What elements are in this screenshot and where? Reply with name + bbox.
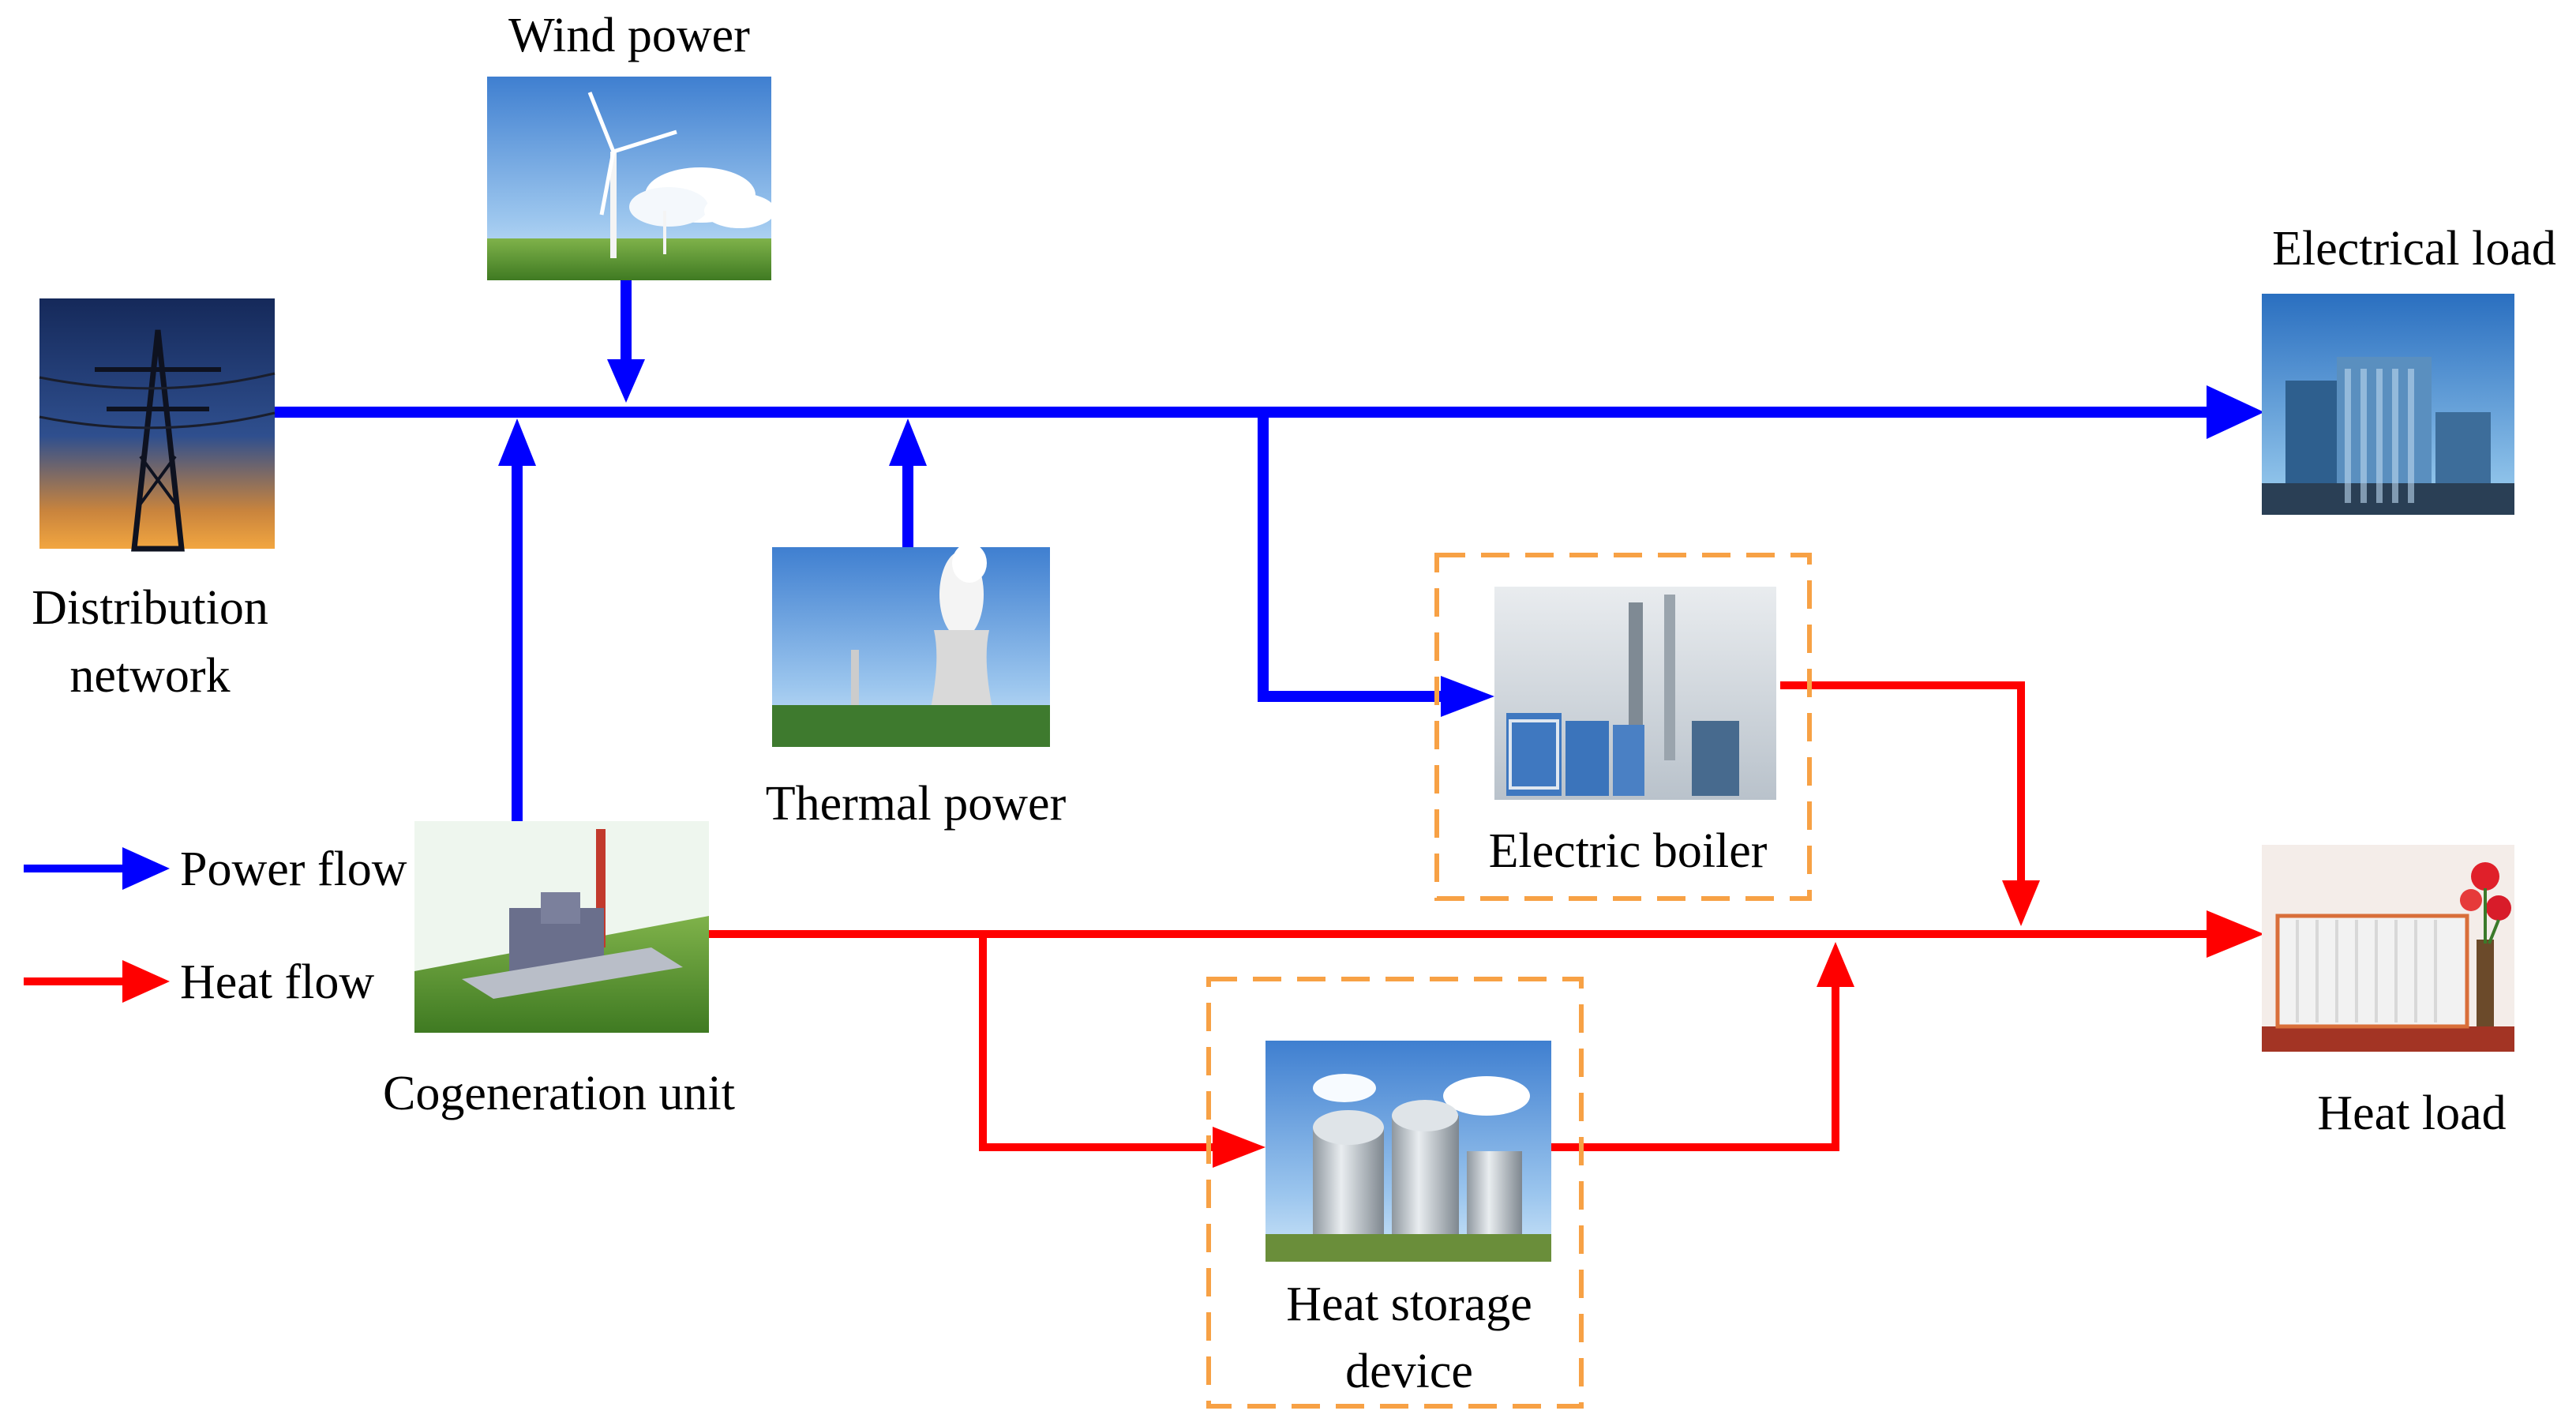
legend-heat-flow: Heat flow <box>24 955 374 1009</box>
electrical-load-arrowhead <box>2207 385 2264 439</box>
electric-boiler-label: Electric boiler <box>1489 824 1768 878</box>
chp-plant-icon <box>414 821 709 1033</box>
transmission-tower-icon <box>39 298 276 552</box>
heat-load-arrowhead <box>2207 910 2264 958</box>
cooling-tower-plant-icon <box>772 543 1050 747</box>
wind-power-label: Wind power <box>508 9 750 62</box>
city-buildings-icon <box>2262 294 2514 515</box>
power-flow-arrowheads <box>498 359 2264 717</box>
electric-boiler-heat-output <box>1780 681 2025 884</box>
power-flow-legend-label: Power flow <box>180 842 407 896</box>
power-flow-lines <box>272 280 2210 821</box>
heat-storage-dashed-box <box>1206 977 1584 1409</box>
heat-storage-label-line1: Heat storage <box>1286 1278 1532 1331</box>
heat-load-label: Heat load <box>2317 1086 2506 1140</box>
heat-flow-arrowheads <box>1213 880 2264 1168</box>
heat-flow-legend-label: Heat flow <box>180 955 374 1009</box>
storage-to-bus-arrowhead <box>1817 942 1854 987</box>
heat-storage-label-line2: device <box>1345 1345 1473 1398</box>
heat-flow-swatch-arrowhead <box>122 960 170 1003</box>
storage-tanks-icon <box>1266 1041 1551 1262</box>
cogeneration-unit-label: Cogeneration unit <box>383 1067 735 1120</box>
electric-boiler-arrowhead <box>1441 676 1494 717</box>
storage-charge-arrowhead <box>1213 1127 1266 1168</box>
heat-flow-lines <box>709 681 2210 1151</box>
heat-storage-discharge-line <box>1551 983 1839 1151</box>
wind-turbine-icon <box>487 77 775 280</box>
thermal-power-label: Thermal power <box>766 777 1067 831</box>
legend-power-flow: Power flow <box>24 842 407 896</box>
electric-boiler-dashed-box <box>1434 553 1812 901</box>
thermal-power-arrowhead <box>889 418 927 466</box>
wind-power-arrowhead <box>607 359 645 403</box>
boiler-to-bus-arrowhead <box>2002 880 2040 926</box>
distribution-network-label-line1: Distribution <box>32 581 268 635</box>
electrical-load-label: Electrical load <box>2272 222 2556 276</box>
cogeneration-arrowhead <box>498 418 536 466</box>
electric-boiler-feed-line <box>1258 412 1445 702</box>
heat-storage-charge-line <box>979 934 1216 1151</box>
radiator-icon <box>2262 845 2514 1052</box>
boiler-room-icon <box>1494 587 1776 800</box>
legend: Power flow Heat flow <box>24 842 407 1009</box>
distribution-network-label-line2: network <box>69 649 230 703</box>
power-flow-swatch-arrowhead <box>122 847 170 890</box>
